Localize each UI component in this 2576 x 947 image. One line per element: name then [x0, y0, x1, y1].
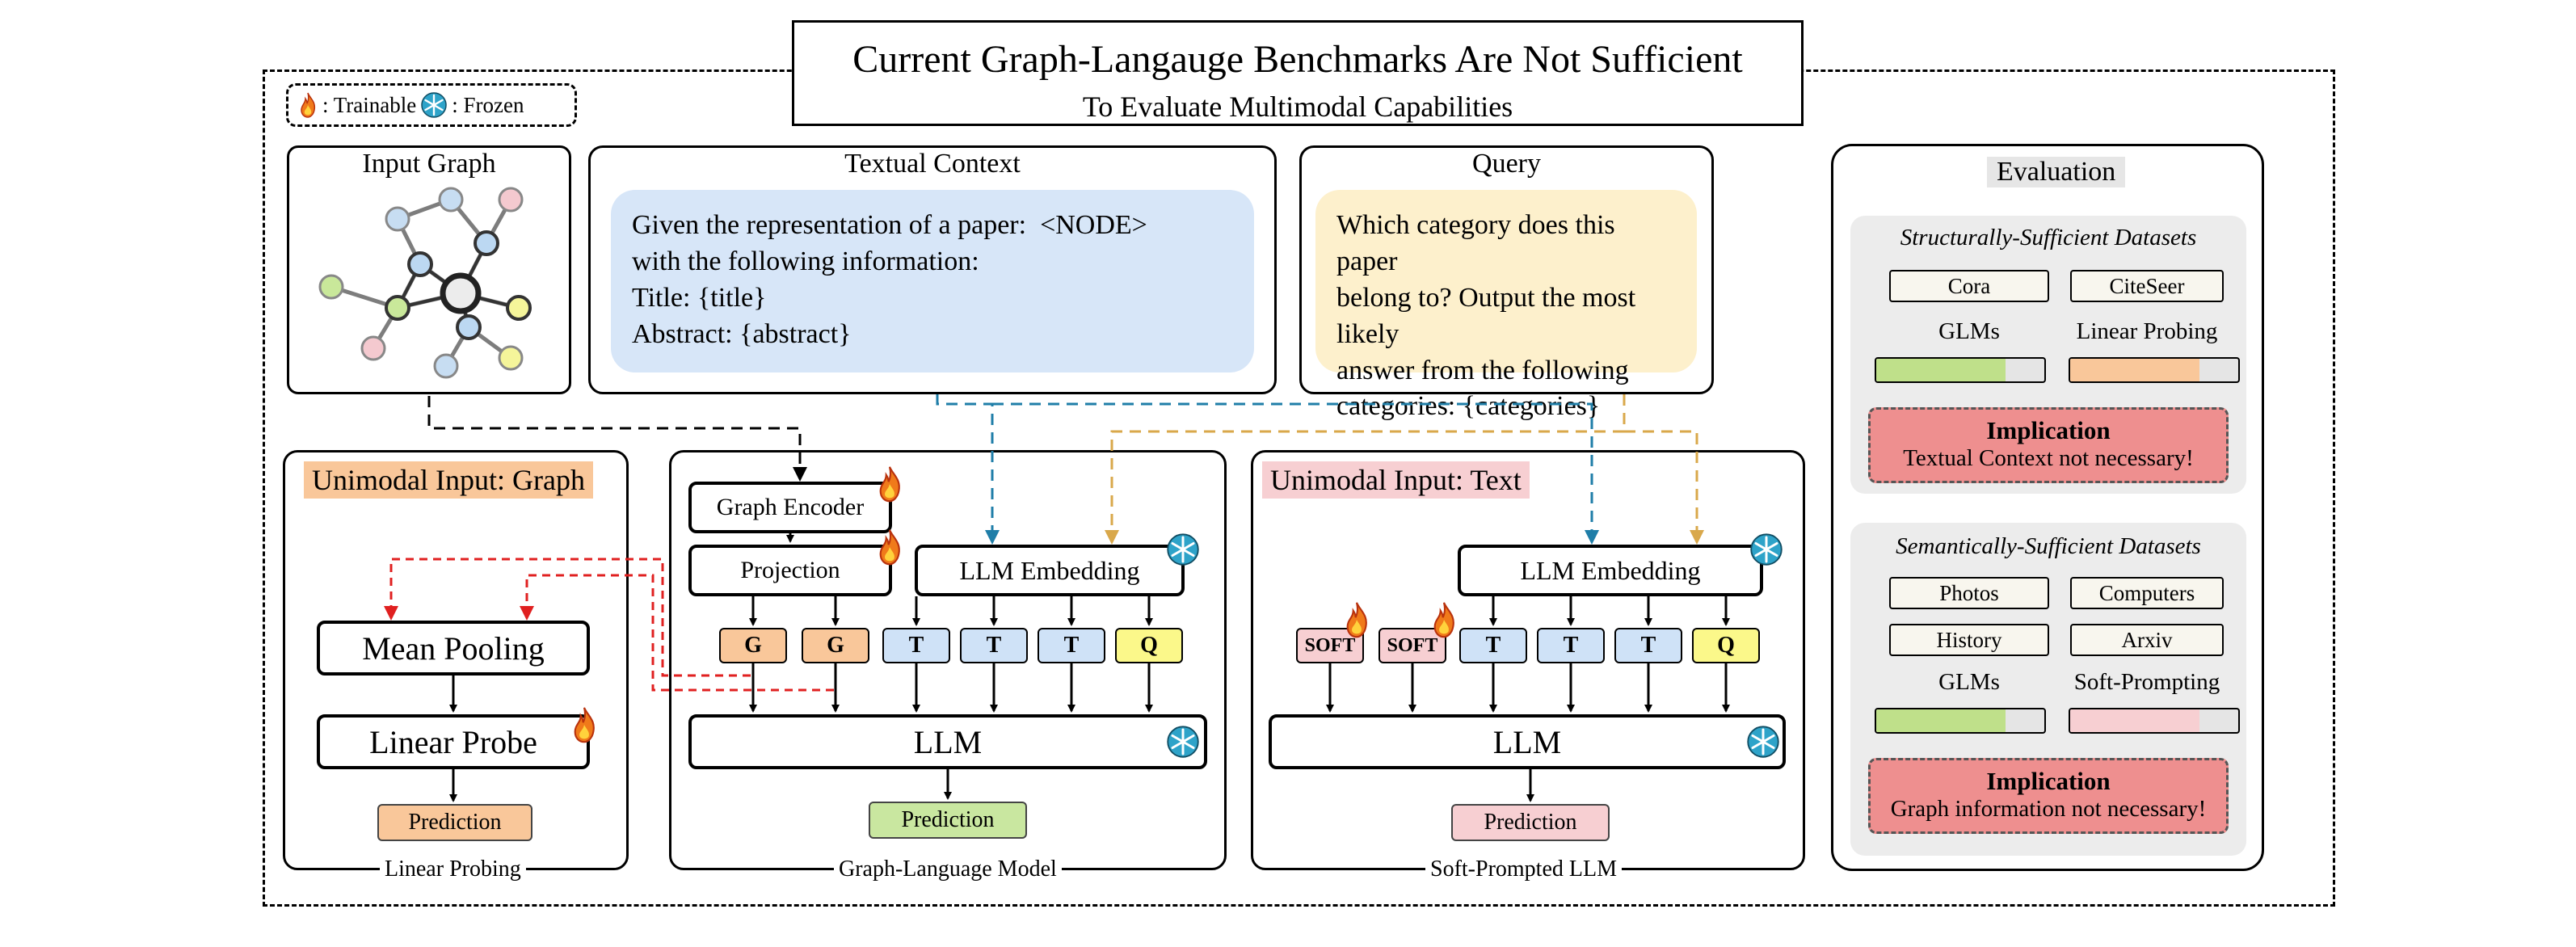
snowflake-icon — [1747, 726, 1779, 758]
bar-label-glms: GLMs — [1938, 318, 2000, 344]
query-bubble: Which category does this paper belong to… — [1315, 190, 1697, 421]
legend-frozen: : Frozen — [452, 92, 524, 117]
structural-title: Structurally-Sufficient Datasets — [1900, 225, 2197, 250]
text-input-tag: Unimodal Input: Text — [1262, 461, 1530, 499]
glm-token-graph: G — [719, 628, 787, 663]
legend: : Trainable : Frozen — [286, 83, 577, 127]
soft-token-query: Q — [1692, 628, 1760, 663]
context-line: Title: {title} — [632, 282, 767, 313]
soft-token-text: T — [1614, 628, 1682, 663]
glm-caption: Graph-Language Model — [834, 857, 1062, 882]
query-line: categories: {categories} — [1336, 391, 1601, 422]
glms-bar — [1875, 708, 2046, 734]
glm-token-text: T — [960, 628, 1028, 663]
graph-input-tag: Unimodal Input: Graph — [304, 461, 593, 499]
context-to-soft-embedding-arrow — [992, 402, 1599, 545]
projection-box: Projection — [688, 545, 892, 596]
glm-token-graph: G — [802, 628, 869, 663]
glm-llm-box: LLM — [688, 714, 1207, 769]
textual-context-bubble: Given the representation of a paper: <NO… — [611, 190, 1254, 372]
linear-probing-bar — [2069, 357, 2240, 383]
soft-prompting-bar-fill — [2070, 709, 2200, 732]
bar-label-linear-probing: Linear Probing — [2076, 318, 2218, 344]
query-to-soft-embedding-arrow — [1624, 430, 1704, 545]
query-to-embedding-arrow — [1105, 394, 1626, 545]
query-line: answer from the following — [1336, 355, 1629, 385]
implication-title: Implication — [1986, 767, 2111, 795]
dataset-chip: Photos — [1889, 577, 2049, 609]
textual-context-heading: Textual Context — [844, 149, 1021, 179]
soft-token: SOFT — [1378, 628, 1446, 663]
implication-text: Textual Context not necessary! — [1903, 445, 2194, 471]
context-line: Given the representation of a paper: <NO… — [632, 210, 1147, 240]
legend-trainable: : Trainable — [322, 92, 417, 117]
context-line: with the following information: — [632, 246, 979, 276]
graph-token-to-pooling-arrow — [520, 574, 837, 692]
soft-token-text: T — [1537, 628, 1605, 663]
glms-bar-fill — [1876, 709, 2006, 732]
linear-probing-caption: Linear Probing — [380, 857, 526, 882]
implication-title: Implication — [1986, 416, 2111, 444]
graph-encoder-box: Graph Encoder — [688, 482, 892, 533]
linear-probing-bar-fill — [2070, 359, 2200, 381]
fire-icon — [574, 707, 595, 743]
structural-implication: Implication Textual Context not necessar… — [1868, 407, 2229, 483]
soft-token-text: T — [1459, 628, 1527, 663]
bar-label-soft-prompting: Soft-Prompting — [2073, 669, 2220, 695]
fire-icon — [301, 92, 316, 118]
bar-label-glms: GLMs — [1938, 669, 2000, 695]
snowflake-icon — [1750, 533, 1783, 566]
mean-pooling-box: Mean Pooling — [317, 621, 590, 676]
soft-llm-box: LLM — [1269, 714, 1786, 769]
soft-prompt-caption: Soft-Prompted LLM — [1425, 857, 1622, 882]
context-line: Abstract: {abstract} — [632, 318, 852, 349]
soft-prompting-bar — [2069, 708, 2240, 734]
evaluation-heading: Evaluation — [1987, 157, 2126, 187]
linear-probe-box: Linear Probe — [317, 714, 590, 769]
dataset-chip: Arxiv — [2070, 624, 2224, 656]
fire-icon — [879, 529, 900, 566]
input-graph-heading: Input Graph — [362, 149, 496, 179]
title-box: Current Graph-Langauge Benchmarks Are No… — [792, 20, 1804, 126]
dataset-chip: History — [1889, 624, 2049, 656]
implication-text: Graph information not necessary! — [1890, 796, 2207, 822]
graph-token-to-pooling-arrow — [384, 558, 755, 677]
glm-token-text: T — [1038, 628, 1105, 663]
semantic-implication: Implication Graph information not necess… — [1868, 758, 2229, 834]
glm-prediction: Prediction — [869, 802, 1027, 839]
glm-llm-embedding-box: LLM Embedding — [915, 545, 1185, 596]
title-main: Current Graph-Langauge Benchmarks Are No… — [852, 38, 1743, 81]
semantic-title: Semantically-Sufficient Datasets — [1896, 533, 2201, 559]
dataset-chip: Computers — [2070, 577, 2224, 609]
query-line: belong to? Output the most likely — [1336, 282, 1636, 349]
title-subtitle: To Evaluate Multimodal Capabilities — [1082, 90, 1513, 123]
query-line: Which category does this paper — [1336, 210, 1615, 276]
glms-bar-fill — [1876, 359, 2006, 381]
glm-token-text: T — [882, 628, 950, 663]
graph-to-encoder-arrow — [427, 396, 807, 482]
snowflake-icon — [421, 92, 448, 118]
fire-icon — [1346, 602, 1367, 638]
linear-probing-prediction: Prediction — [377, 804, 532, 841]
context-to-embedding-arrow — [936, 394, 1000, 545]
input-graph-drawing — [318, 187, 532, 379]
fire-icon — [1433, 602, 1454, 638]
soft-llm-embedding-box: LLM Embedding — [1458, 545, 1763, 596]
query-heading: Query — [1472, 149, 1541, 179]
glm-token-query: Q — [1115, 628, 1183, 663]
soft-prediction: Prediction — [1451, 804, 1610, 841]
dataset-chip: Cora — [1889, 270, 2049, 302]
glms-bar — [1875, 357, 2046, 383]
dataset-chip: CiteSeer — [2070, 270, 2224, 302]
snowflake-icon — [1167, 533, 1199, 566]
snowflake-icon — [1167, 726, 1199, 758]
fire-icon — [879, 466, 900, 503]
